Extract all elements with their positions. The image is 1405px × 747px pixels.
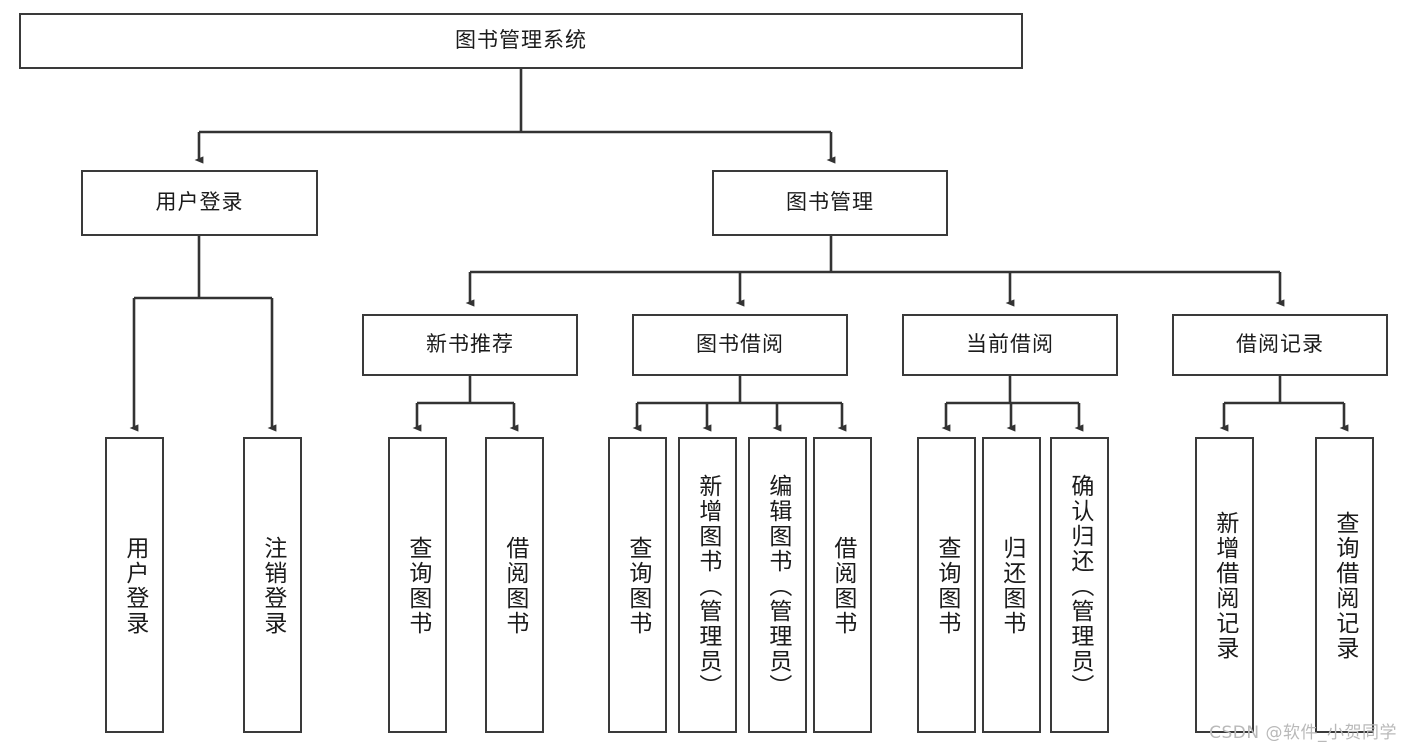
- node-leaf-query-book-1[interactable]: 查询图书: [388, 437, 447, 733]
- node-leaf-borrow-book-1[interactable]: 借阅图书: [485, 437, 544, 733]
- node-label: 新增借阅记录: [1211, 511, 1238, 661]
- node-current-borrow[interactable]: 当前借阅: [902, 314, 1118, 376]
- node-label: 借阅图书: [829, 536, 856, 636]
- node-leaf-user-login[interactable]: 用户登录: [105, 437, 164, 733]
- node-book-management-system[interactable]: 图书管理系统: [19, 13, 1023, 69]
- node-label: 借阅图书: [501, 536, 528, 636]
- node-label: 归还图书: [998, 536, 1025, 636]
- node-label: 确认归还（管理员）: [1066, 473, 1093, 699]
- node-label: 图书借阅: [696, 332, 784, 357]
- node-label: 编辑图书（管理员）: [764, 473, 791, 699]
- node-leaf-borrow-book-2[interactable]: 借阅图书: [813, 437, 872, 733]
- node-label: 查询借阅记录: [1331, 511, 1358, 661]
- node-leaf-confirm-return[interactable]: 确认归还（管理员）: [1050, 437, 1109, 733]
- node-label: 注销登录: [259, 536, 286, 636]
- node-label: 新书推荐: [426, 332, 514, 357]
- node-label: 新增图书（管理员）: [694, 473, 721, 699]
- watermark-text: CSDN @软件_小贺同学: [1209, 723, 1397, 743]
- node-leaf-edit-book[interactable]: 编辑图书（管理员）: [748, 437, 807, 733]
- node-leaf-query-book-3[interactable]: 查询图书: [917, 437, 976, 733]
- node-leaf-add-book[interactable]: 新增图书（管理员）: [678, 437, 737, 733]
- node-leaf-query-book-2[interactable]: 查询图书: [608, 437, 667, 733]
- node-label: 图书管理系统: [455, 28, 587, 53]
- node-label: 借阅记录: [1236, 332, 1324, 357]
- node-label: 查询图书: [933, 536, 960, 636]
- node-label: 用户登录: [155, 190, 244, 215]
- node-leaf-logout-login[interactable]: 注销登录: [243, 437, 302, 733]
- node-label: 用户登录: [121, 536, 148, 636]
- node-user-login[interactable]: 用户登录: [81, 170, 318, 236]
- node-label: 图书管理: [786, 190, 874, 215]
- node-label: 当前借阅: [966, 332, 1054, 357]
- node-label: 查询图书: [624, 536, 651, 636]
- node-leaf-query-borrow-record[interactable]: 查询借阅记录: [1315, 437, 1374, 733]
- node-new-book-recommend[interactable]: 新书推荐: [362, 314, 578, 376]
- node-leaf-return-book[interactable]: 归还图书: [982, 437, 1041, 733]
- node-borrow-record[interactable]: 借阅记录: [1172, 314, 1388, 376]
- node-leaf-add-borrow-record[interactable]: 新增借阅记录: [1195, 437, 1254, 733]
- node-book-management[interactable]: 图书管理: [712, 170, 948, 236]
- node-book-borrow[interactable]: 图书借阅: [632, 314, 848, 376]
- node-label: 查询图书: [404, 536, 431, 636]
